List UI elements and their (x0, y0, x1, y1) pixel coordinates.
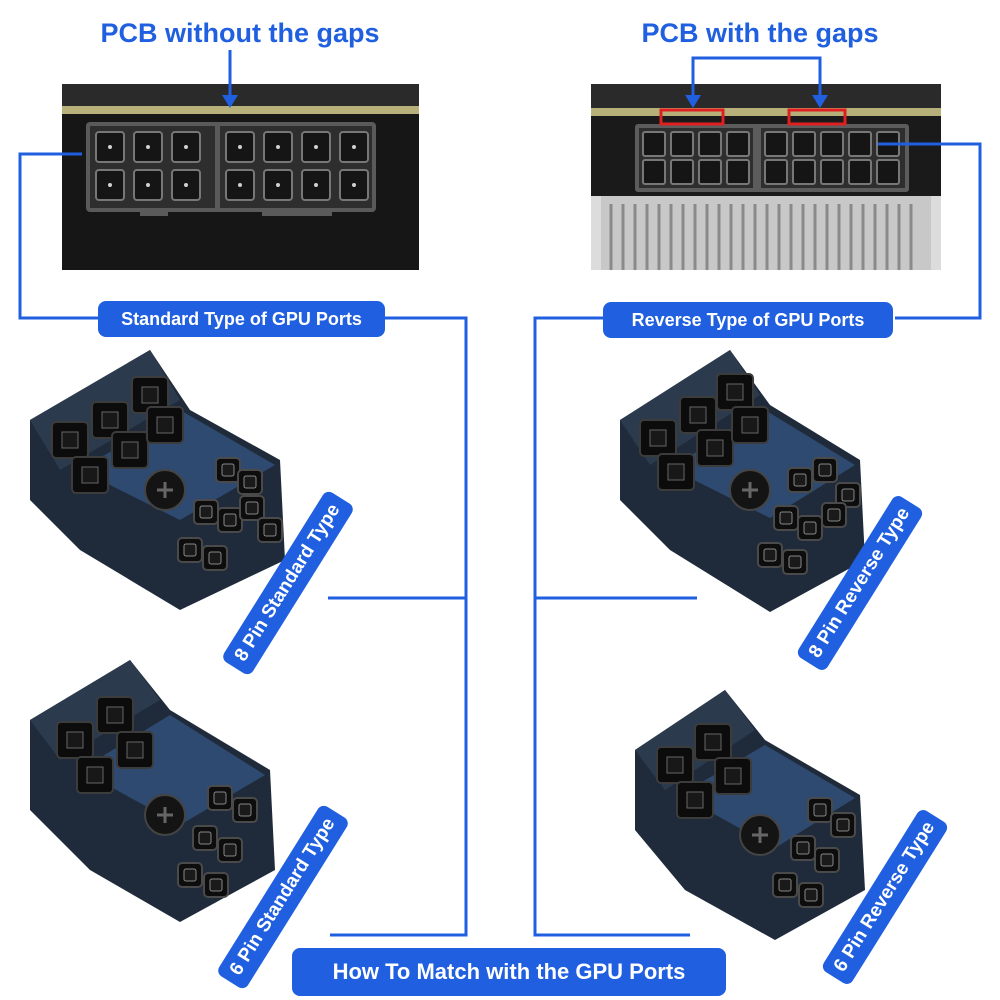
label-standard-type: Standard Type of GPU Ports (98, 301, 385, 337)
adapter-8pin-reverse (620, 350, 865, 612)
adapter-6pin-standard (30, 660, 275, 922)
title-pcb-without-gaps: PCB without the gaps (100, 18, 380, 48)
label-how-to-match: How To Match with the GPU Ports (292, 948, 726, 996)
pcb-without-gaps-photo (62, 84, 419, 270)
label-reverse-type: Reverse Type of GPU Ports (603, 302, 893, 338)
adapter-6pin-reverse (635, 690, 865, 940)
adapter-8pin-standard (30, 350, 285, 610)
pcb-with-gaps-photo (591, 84, 941, 270)
title-pcb-with-gaps: PCB with the gaps (641, 18, 879, 48)
